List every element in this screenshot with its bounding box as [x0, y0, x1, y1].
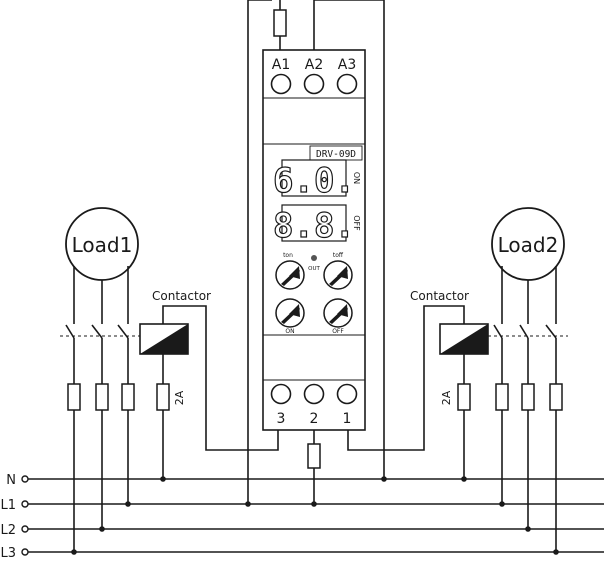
- line-label-l3: L3: [0, 546, 16, 561]
- display-off-label: OFF: [352, 215, 361, 231]
- line-n-dot: [21, 475, 29, 483]
- terminal-a1-label: A1: [272, 57, 290, 73]
- fuse-right-2: [521, 383, 535, 411]
- device-supply-wires: [245, 0, 387, 507]
- terminal-1-label: 1: [343, 411, 352, 427]
- display-on-label: ON: [352, 172, 361, 184]
- terminal-3: [270, 383, 292, 405]
- line-label-l1: L1: [0, 498, 16, 513]
- fuse-bottom: [307, 443, 321, 469]
- right-load-circuit: Load2 Contactor 2A: [347, 207, 568, 555]
- knob-on[interactable]: [275, 298, 305, 328]
- display-on-value: 6.0.: [273, 161, 355, 201]
- fuse-right-1: [495, 383, 509, 411]
- fuse-right-coil: [457, 383, 471, 411]
- terminal-1: [336, 383, 358, 405]
- fuse-right-rating: 2A: [440, 390, 453, 405]
- display-off-value: 8.8.: [273, 206, 355, 246]
- line-label-n: N: [6, 473, 16, 488]
- contactor-left-label: Contactor: [152, 289, 211, 303]
- display-off: [281, 204, 347, 242]
- load1-label: Load1: [72, 233, 133, 257]
- knob-toff[interactable]: [323, 260, 353, 290]
- relay-device: A1 A2 A3 DRV-09D 6.0. ON 8.8. OFF ton to…: [262, 49, 366, 431]
- terminal-a3: [336, 73, 358, 95]
- terminal-2-label: 2: [310, 411, 319, 427]
- terminal-2: [303, 383, 325, 405]
- out-led-label: OUT: [308, 266, 320, 272]
- knob-ton-label: ton: [283, 252, 293, 259]
- model-label: DRV-09D: [316, 149, 356, 160]
- fuse-top: [273, 9, 287, 37]
- fuse-left-1: [67, 383, 81, 411]
- knob-off[interactable]: [323, 298, 353, 328]
- knob-off-label: OFF: [332, 328, 344, 335]
- fuse-left-2: [95, 383, 109, 411]
- contactor-right-label: Contactor: [410, 289, 469, 303]
- line-l2-dot: [21, 525, 29, 533]
- terminal-3-label: 3: [277, 411, 286, 427]
- terminal-a3-label: A3: [338, 57, 356, 73]
- terminal-a1: [270, 73, 292, 95]
- power-lines: N L1 L2 L3: [0, 473, 604, 561]
- fuse-right-3: [549, 383, 563, 411]
- fuse-left-3: [121, 383, 135, 411]
- fuse-left-coil: [156, 383, 170, 411]
- display-on: [281, 159, 347, 197]
- left-load-circuit: Load1 Contactor 2A: [60, 207, 279, 555]
- out-led: [311, 255, 317, 261]
- terminal-a2-label: A2: [305, 57, 323, 73]
- fuse-left-rating: 2A: [173, 390, 186, 405]
- knob-toff-label: toff: [333, 252, 344, 259]
- line-label-l2: L2: [0, 523, 16, 538]
- line-l3-dot: [21, 548, 29, 556]
- knob-on-label: ON: [285, 328, 294, 335]
- line-l1-dot: [21, 500, 29, 508]
- knob-ton[interactable]: [275, 260, 305, 290]
- load2-label: Load2: [498, 233, 559, 257]
- terminal-a2: [303, 73, 325, 95]
